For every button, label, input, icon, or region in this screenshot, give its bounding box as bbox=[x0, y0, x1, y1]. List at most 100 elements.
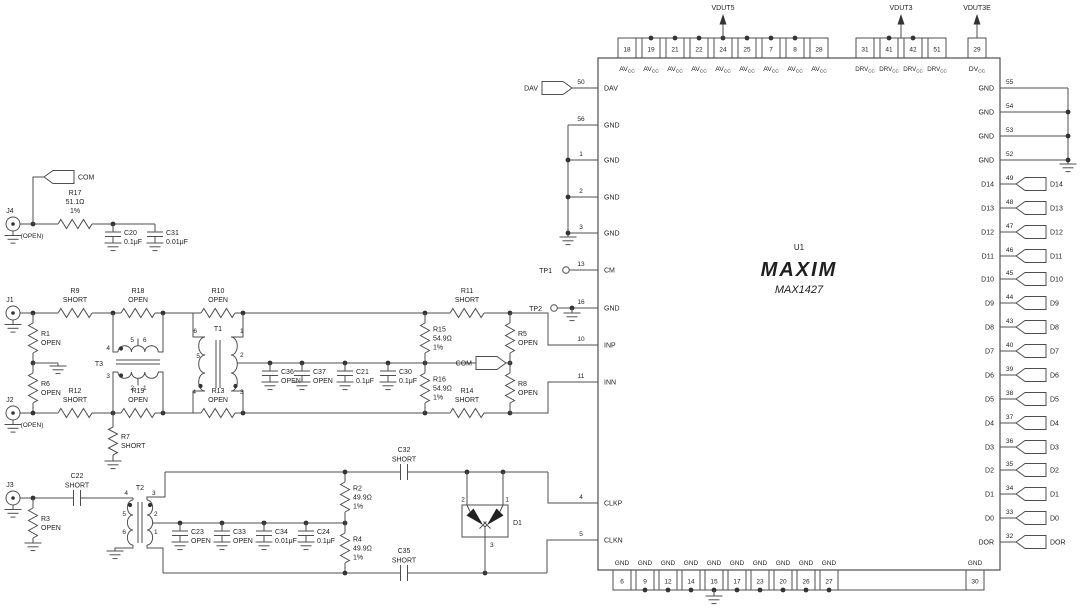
pin-number: 5 bbox=[196, 353, 200, 360]
part-value: 1% bbox=[433, 345, 443, 352]
part-value: 0.01μF bbox=[275, 538, 297, 545]
pin-number: 3 bbox=[579, 224, 583, 231]
pin-number: 18 bbox=[623, 47, 631, 54]
pin-number: 40 bbox=[1006, 342, 1014, 349]
net-tag-dav: DAV bbox=[524, 81, 573, 95]
pin-number: 10 bbox=[577, 336, 585, 343]
part-value: 0.01μF bbox=[166, 239, 188, 246]
junction-dot bbox=[826, 587, 832, 593]
pin-name: GND bbox=[822, 560, 837, 567]
testpoint-tp2: TP2 bbox=[529, 304, 598, 322]
junction-dot bbox=[757, 587, 763, 593]
pin-name: D13 bbox=[981, 206, 994, 213]
tspan: DRV bbox=[903, 66, 917, 73]
pin-number: 28 bbox=[815, 47, 823, 54]
net-tag-D12: D12 bbox=[1015, 225, 1063, 239]
pin-name: GND bbox=[615, 560, 630, 567]
wire bbox=[449, 307, 485, 319]
net-tag-icon bbox=[1015, 392, 1047, 406]
pin-number: 49 bbox=[1006, 175, 1014, 182]
pin-name: GND bbox=[604, 123, 620, 130]
connector-J4: J4(OPEN) bbox=[4, 208, 43, 244]
net-tag-icon bbox=[541, 81, 573, 95]
pin-number: 2 bbox=[579, 188, 583, 195]
pin-name: D1 bbox=[985, 492, 994, 499]
net-tag-icon bbox=[1015, 296, 1047, 310]
tspan: CC bbox=[820, 69, 828, 75]
pin-name: GND bbox=[604, 158, 620, 165]
part-ref: C35 bbox=[398, 548, 411, 555]
net-tag-D10: D10 bbox=[1015, 272, 1063, 286]
part-value: OPEN bbox=[281, 378, 301, 385]
junction-dot bbox=[648, 35, 654, 41]
junction-dot bbox=[672, 35, 678, 41]
part-ref: R7 bbox=[121, 434, 130, 441]
junction-dot bbox=[886, 35, 892, 41]
pin-number: 25 bbox=[743, 47, 751, 54]
wire bbox=[192, 390, 205, 413]
part-value: OPEN bbox=[313, 378, 333, 385]
part-value: SHORT bbox=[121, 443, 146, 450]
part-ref: C22 bbox=[71, 473, 84, 480]
tspan: CC bbox=[978, 69, 986, 75]
wire bbox=[200, 407, 236, 419]
power-net-vdut3e: VDUT3E bbox=[963, 5, 991, 38]
phase-dot bbox=[127, 502, 133, 508]
diode-mark: R bbox=[469, 513, 473, 519]
winding bbox=[117, 371, 159, 379]
net-tag-DOR: DOR bbox=[1015, 535, 1066, 549]
arrow-up-icon bbox=[897, 14, 905, 25]
tspan: AV bbox=[763, 66, 772, 73]
part-value: OPEN bbox=[208, 297, 228, 304]
pin-name: CLKP bbox=[604, 501, 623, 508]
part-ref: R14 bbox=[461, 388, 474, 395]
pin-name: D9 bbox=[985, 301, 994, 308]
tspan: AV bbox=[739, 66, 748, 73]
pin-number: 14 bbox=[687, 579, 695, 586]
net-label: D1 bbox=[1050, 492, 1059, 499]
net-label: D8 bbox=[1050, 325, 1059, 332]
pin-name: D5 bbox=[985, 397, 994, 404]
pin-name: GND bbox=[978, 158, 994, 165]
pin-name: AVCC bbox=[739, 66, 755, 75]
junction-dot bbox=[565, 194, 571, 200]
net-tag-D6: D6 bbox=[1015, 368, 1059, 382]
tspan: AV bbox=[691, 66, 700, 73]
junction-dot bbox=[565, 230, 571, 236]
net-label: D14 bbox=[1050, 182, 1063, 189]
tspan: AV bbox=[787, 66, 796, 73]
pin-number: 2 bbox=[461, 497, 465, 504]
ground-symbol bbox=[171, 541, 189, 551]
junction-dot bbox=[780, 587, 786, 593]
net-tag-icon bbox=[1015, 487, 1047, 501]
tspan: CC bbox=[676, 69, 684, 75]
pin-name: DRVCC bbox=[855, 66, 875, 74]
part-ref: R15 bbox=[433, 327, 446, 334]
part-ref: R4 bbox=[353, 537, 362, 544]
pin-number: 1 bbox=[579, 151, 583, 158]
pin-number: 41 bbox=[885, 47, 893, 54]
pin-name: GND bbox=[604, 231, 620, 238]
net-tag-D3: D3 bbox=[1015, 440, 1059, 454]
pin-name: DVCC bbox=[969, 66, 986, 75]
junction-dot bbox=[665, 587, 671, 593]
connector-note: (OPEN) bbox=[21, 422, 44, 429]
pin-number: 22 bbox=[695, 47, 703, 54]
tspan: AV bbox=[667, 66, 676, 73]
part-ref: R10 bbox=[212, 288, 225, 295]
pin-number: 47 bbox=[1006, 223, 1014, 230]
chip-body bbox=[597, 57, 1001, 571]
arrow-up-icon bbox=[973, 14, 981, 25]
pin-name: D3 bbox=[985, 445, 994, 452]
pin-number: 19 bbox=[647, 47, 655, 54]
pin-name: D7 bbox=[985, 349, 994, 356]
pin-number: 6 bbox=[122, 529, 126, 536]
net-tag-D9: D9 bbox=[1015, 296, 1059, 310]
net-label: D12 bbox=[1050, 230, 1063, 237]
